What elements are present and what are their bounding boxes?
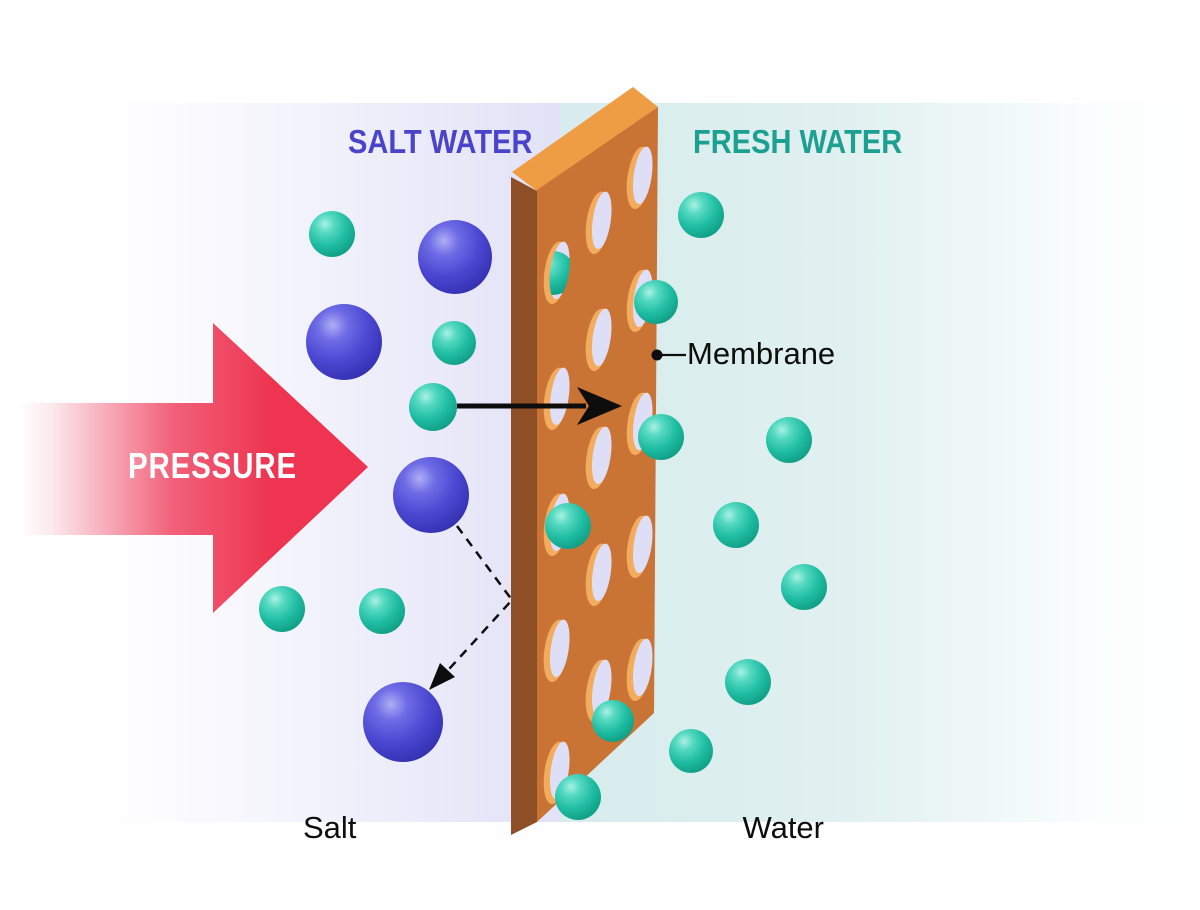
salt-molecule <box>418 220 492 294</box>
water-molecule <box>555 774 601 820</box>
membrane-pore <box>543 367 570 431</box>
membrane-pore <box>585 308 612 372</box>
water-molecule <box>545 503 591 549</box>
salt-molecule <box>363 682 443 762</box>
membrane-pore <box>585 426 612 490</box>
water-molecule <box>432 321 476 365</box>
pressure-arrow <box>18 323 368 613</box>
membrane-pore <box>626 638 653 702</box>
water-molecule <box>546 251 574 295</box>
salt-molecule <box>306 304 382 380</box>
pressure-label: PRESSURE <box>128 445 297 486</box>
salt-water-title: SALT WATER <box>348 123 533 160</box>
salt-molecule-label: Salt molecule <box>303 735 427 910</box>
water-flow-arrow <box>457 387 622 425</box>
membrane <box>511 87 658 835</box>
water-molecule <box>634 280 678 324</box>
water-molecule-label: Water molecule <box>640 735 824 910</box>
water-molecule <box>669 729 713 773</box>
membrane-pore <box>626 146 653 210</box>
fresh-water-region <box>560 103 1200 822</box>
salt-molecule-pointer <box>429 525 514 690</box>
water-molecule <box>309 211 355 257</box>
membrane-pore <box>626 515 653 579</box>
water-molecule <box>766 417 812 463</box>
membrane-pore <box>585 191 612 255</box>
membrane-pore <box>543 619 570 683</box>
water-molecule <box>259 586 305 632</box>
salt-molecule-label-line1: Salt <box>303 810 357 845</box>
membrane-top-face <box>512 87 658 191</box>
water-molecule <box>678 192 724 238</box>
water-molecule <box>409 383 457 431</box>
membrane-side-face <box>511 177 537 835</box>
salt-molecule <box>393 457 469 533</box>
membrane-pore <box>585 543 612 607</box>
water-molecule <box>713 502 759 548</box>
water-molecule <box>781 564 827 610</box>
fresh-water-title: FRESH WATER <box>693 123 903 160</box>
water-molecule <box>592 700 634 742</box>
membrane-label: Membrane <box>687 336 836 371</box>
membrane-leader-line <box>651 349 686 361</box>
water-molecule <box>725 659 771 705</box>
water-molecule <box>359 588 405 634</box>
water-molecule <box>638 414 684 460</box>
water-molecule-label-line1: Water <box>742 810 824 845</box>
